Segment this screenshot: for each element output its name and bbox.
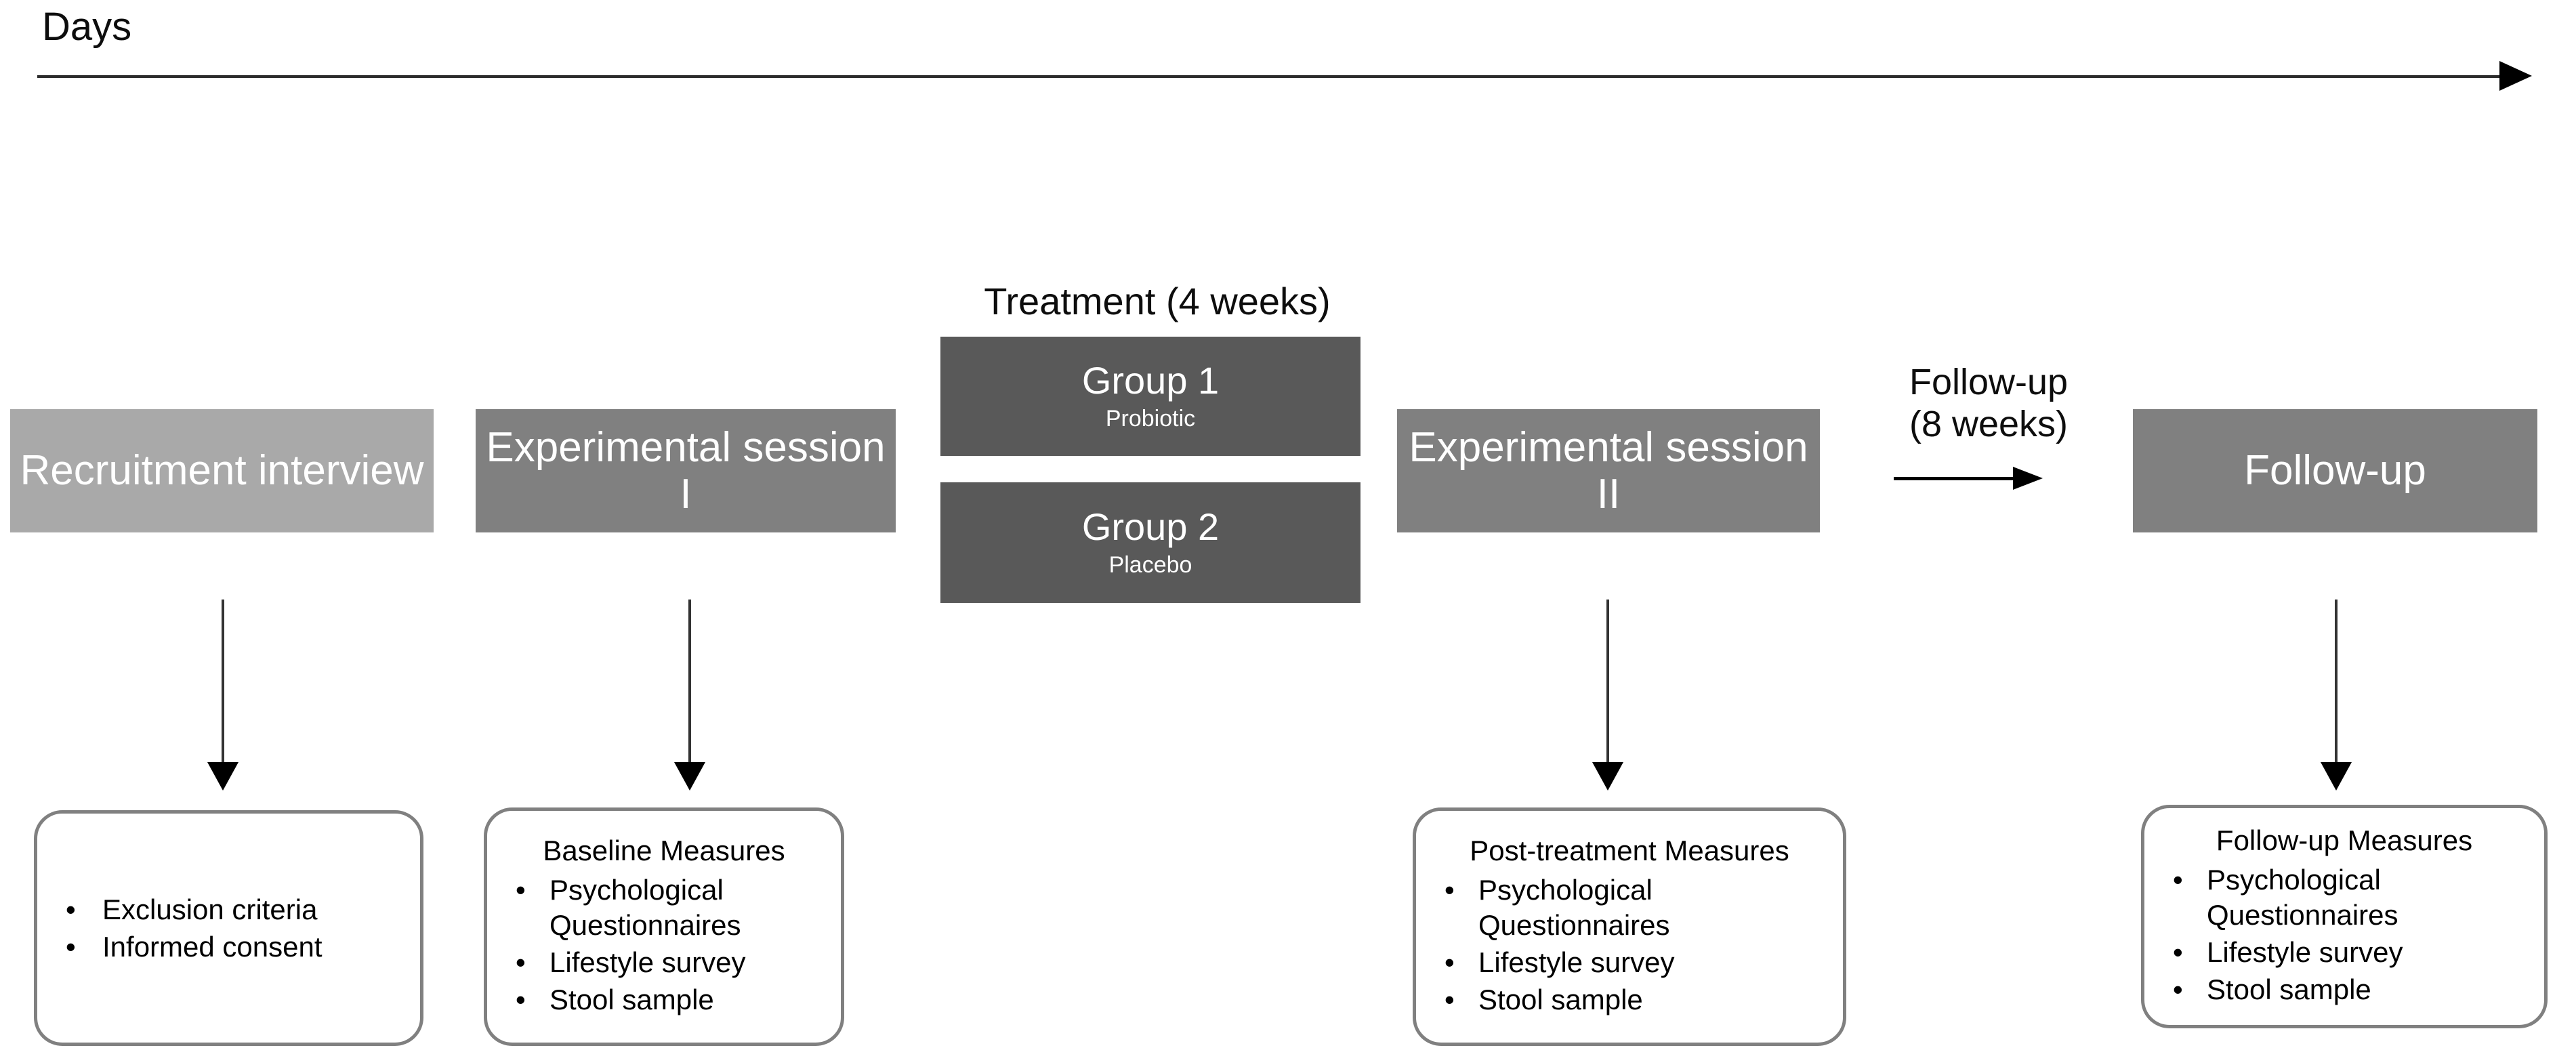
followup-interval-line2: (8 weeks) xyxy=(1909,403,2069,444)
callout-followup-measures: Follow-up Measures Psychological Questio… xyxy=(2141,805,2548,1028)
list-item: Psychological Questionnaires xyxy=(499,873,829,942)
treatment-group-2: Group 2 Placebo xyxy=(940,482,1360,603)
connector-arrow-baseline-shaft xyxy=(688,600,691,762)
stage-experimental-session-1: Experimental session I xyxy=(476,409,896,532)
list-item: Lifestyle survey xyxy=(1428,945,1831,980)
followup-interval-line1: Follow-up xyxy=(1909,362,2069,402)
connector-arrow-recruitment-shaft xyxy=(222,600,224,762)
list-item: Informed consent xyxy=(49,929,408,964)
callout-baseline-measures-title: Baseline Measures xyxy=(543,834,785,866)
stage-recruitment-interview-label: Recruitment interview xyxy=(20,447,424,495)
stage-followup-label: Follow-up xyxy=(2244,447,2426,495)
callout-baseline-measures-list: Psychological Questionnaires Lifestyle s… xyxy=(499,870,829,1020)
callout-post-treatment-measures: Post-treatment Measures Psychological Qu… xyxy=(1413,807,1846,1046)
list-item: Stool sample xyxy=(2157,972,2532,1007)
stage-recruitment-interview: Recruitment interview xyxy=(10,409,434,532)
followup-interval-arrow xyxy=(1894,467,2046,495)
timeline-arrow xyxy=(37,61,2537,91)
connector-arrow-baseline-head-icon xyxy=(674,762,705,791)
list-item: Exclusion criteria xyxy=(49,892,408,927)
callout-followup-measures-list: Psychological Questionnaires Lifestyle s… xyxy=(2157,860,2532,1009)
treatment-group-1: Group 1 Probiotic xyxy=(940,337,1360,456)
followup-arrow-head-icon xyxy=(2013,467,2043,490)
connector-arrow-followup-shaft xyxy=(2335,600,2338,762)
connector-arrow-baseline xyxy=(674,600,705,791)
treatment-group-1-name: Group 1 xyxy=(1081,358,1220,402)
connector-arrow-followup-head-icon xyxy=(2321,762,2352,791)
treatment-title: Treatment (4 weeks) xyxy=(984,280,1331,322)
list-item: Psychological Questionnaires xyxy=(1428,873,1831,942)
connector-arrow-recruitment xyxy=(207,600,238,791)
stage-experimental-session-1-label: Experimental session I xyxy=(486,423,886,518)
connector-arrow-post-treatment xyxy=(1592,600,1623,791)
list-item: Lifestyle survey xyxy=(2157,935,2532,969)
list-item: Lifestyle survey xyxy=(499,945,829,980)
stage-followup: Follow-up xyxy=(2133,409,2537,532)
list-item: Psychological Questionnaires xyxy=(2157,862,2532,931)
timeline-label: Days xyxy=(42,5,132,49)
followup-interval-note: Follow-up (8 weeks) xyxy=(1856,362,2121,445)
followup-arrow-shaft xyxy=(1894,477,2017,480)
callout-recruitment-measures: Exclusion criteria Informed consent xyxy=(34,810,423,1046)
callout-post-treatment-measures-list: Psychological Questionnaires Lifestyle s… xyxy=(1428,870,1831,1020)
stage-experimental-session-2: Experimental session II xyxy=(1397,409,1820,532)
timeline-arrow-head-icon xyxy=(2499,61,2532,91)
treatment-group-2-condition: Placebo xyxy=(1108,552,1192,579)
callout-followup-measures-title: Follow-up Measures xyxy=(2216,824,2473,856)
connector-arrow-post-treatment-head-icon xyxy=(1592,762,1623,791)
treatment-group-1-condition: Probiotic xyxy=(1105,406,1196,432)
connector-arrow-recruitment-head-icon xyxy=(207,762,238,791)
connector-arrow-post-treatment-shaft xyxy=(1606,600,1609,762)
stage-experimental-session-2-label: Experimental session II xyxy=(1409,423,1808,518)
callout-post-treatment-measures-title: Post-treatment Measures xyxy=(1470,834,1789,866)
timeline-arrow-shaft xyxy=(37,75,2504,78)
connector-arrow-followup xyxy=(2321,600,2352,791)
callout-recruitment-measures-list: Exclusion criteria Informed consent xyxy=(49,889,408,967)
callout-baseline-measures: Baseline Measures Psychological Question… xyxy=(484,807,844,1046)
list-item: Stool sample xyxy=(499,982,829,1017)
treatment-group-2-name: Group 2 xyxy=(1081,505,1220,548)
list-item: Stool sample xyxy=(1428,982,1831,1017)
